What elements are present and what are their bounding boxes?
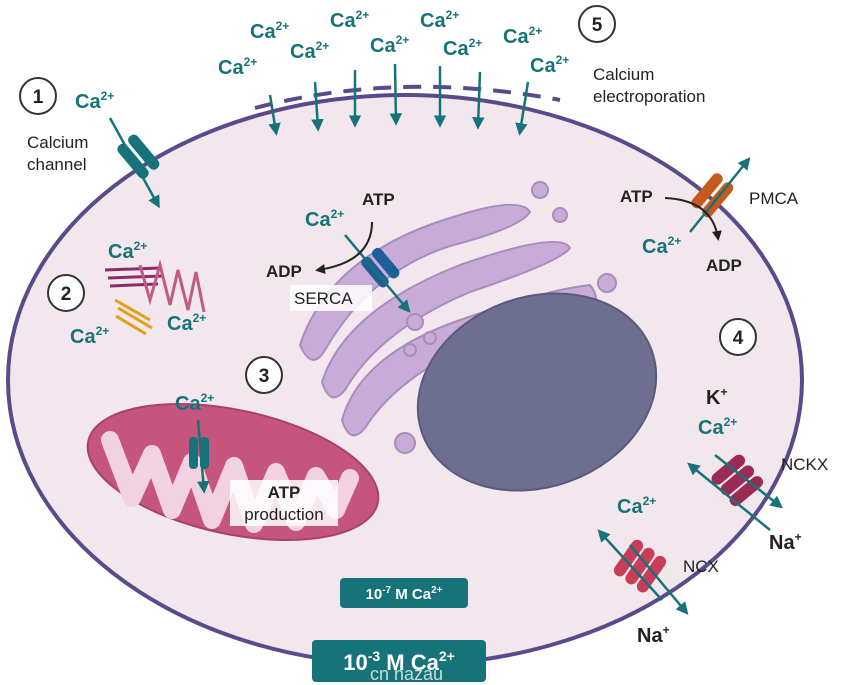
atp-production-line1: ATP xyxy=(268,483,301,502)
ca-ion-label: Ca2+ xyxy=(167,311,206,335)
calcium-channel-label-line2: channel xyxy=(27,155,87,174)
marker-1: 1 xyxy=(19,77,57,115)
ca-ion-label: Ca2+ xyxy=(175,391,214,415)
ca-ion-label: Ca2+ xyxy=(75,89,114,113)
na-ion-label-nckx: Na+ xyxy=(769,530,802,554)
mito-channel xyxy=(189,437,209,469)
ca-ion-label: Ca2+ xyxy=(530,53,569,77)
electroporation-pores xyxy=(254,84,561,110)
pmca-label: PMCA xyxy=(749,189,799,208)
serca-label: SERCA xyxy=(294,289,353,308)
watermark: cn nazau xyxy=(370,664,443,684)
svg-text:5: 5 xyxy=(592,15,603,36)
flow-arrows xyxy=(108,63,783,615)
pmca-adp-label: ADP xyxy=(706,256,742,275)
serca-atp-label: ATP xyxy=(362,190,395,209)
ca-ion-label: Ca2+ xyxy=(290,39,329,63)
extracellular-concentration-badge: 10-3 M Ca2+ xyxy=(312,640,486,682)
ca-ion-label: Ca2+ xyxy=(70,324,109,348)
ncx-label: NCX xyxy=(683,557,719,576)
atp-production-bg xyxy=(230,480,338,526)
svg-text:2: 2 xyxy=(61,284,72,305)
atp-production-line2: production xyxy=(244,505,323,524)
calcium-channel-label-line1: Calcium xyxy=(27,133,88,152)
electroporation-label-line2: electroporation xyxy=(593,87,705,106)
svg-text:10-7 M Ca2+: 10-7 M Ca2+ xyxy=(365,585,442,603)
k-ion-label: K+ xyxy=(706,385,727,409)
svg-text:1: 1 xyxy=(33,87,44,108)
ca-ion-label: Ca2+ xyxy=(108,239,147,263)
ca-ion-label: Ca2+ xyxy=(503,24,542,48)
serca-label-bg xyxy=(290,285,372,311)
nckx-exchanger xyxy=(711,454,764,507)
ca-ion-label: Ca2+ xyxy=(698,415,737,439)
ncx-exchanger xyxy=(613,539,667,593)
na-ion-label-ncx: Na+ xyxy=(637,623,670,647)
marker-3: 3 xyxy=(245,356,283,394)
marker-2: 2 xyxy=(47,274,85,312)
ca-ion-label: Ca2+ xyxy=(443,36,482,60)
marker-5: 5 xyxy=(578,5,616,43)
serca-adp-label: ADP xyxy=(266,262,302,281)
ca-ion-label: Ca2+ xyxy=(642,234,681,258)
atp-hydrolysis-arrows xyxy=(315,197,722,274)
svg-text:10-3 M Ca2+: 10-3 M Ca2+ xyxy=(343,648,455,675)
ca-ion-label: Ca2+ xyxy=(330,8,369,32)
pmca-atp-label: ATP xyxy=(620,187,653,206)
ca-ion-label: Ca2+ xyxy=(305,207,344,231)
ca-ion-label: Ca2+ xyxy=(218,55,257,79)
electroporation-label-line1: Calcium xyxy=(593,65,654,84)
marker-4: 4 xyxy=(719,318,757,356)
intracellular-concentration-badge: 10-7 M Ca2+ xyxy=(340,578,468,608)
ca-ion-label: Ca2+ xyxy=(370,33,409,57)
calcium-binding-proteins xyxy=(104,259,206,336)
nckx-label: NCKX xyxy=(781,455,828,474)
ca-ion-label: Ca2+ xyxy=(250,19,289,43)
ca-ion-label: Ca2+ xyxy=(420,8,459,32)
ca-ion-label: Ca2+ xyxy=(617,494,656,518)
svg-text:4: 4 xyxy=(733,328,744,349)
svg-text:3: 3 xyxy=(259,366,270,387)
nucleus xyxy=(416,292,658,492)
